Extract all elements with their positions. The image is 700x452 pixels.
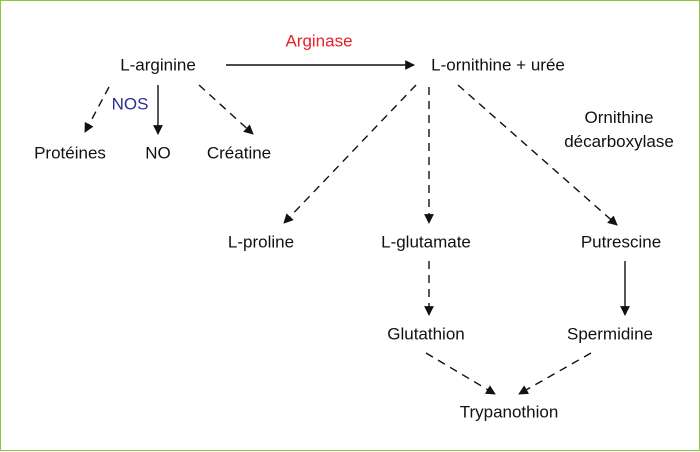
node-putrescine: Putrescine bbox=[580, 232, 662, 252]
arrow-spermidine-trypanothion bbox=[518, 352, 592, 395]
arrow-ornithine-proline bbox=[283, 84, 417, 224]
arrow-glutathion-trypanothion bbox=[425, 352, 496, 395]
node-l-glutamate: L-glutamate bbox=[381, 232, 471, 252]
node-spermidine: Spermidine bbox=[567, 324, 653, 344]
node-no: NO bbox=[145, 143, 171, 163]
node-l-proline: L-proline bbox=[227, 232, 295, 252]
enzyme-ornithine-decarboxylase-line1: Ornithine bbox=[584, 108, 654, 127]
node-l-arginine: L-arginine bbox=[120, 55, 196, 75]
node-proteines: Protéines bbox=[34, 143, 106, 163]
enzyme-ornithine-decarboxylase-line2: décarboxylase bbox=[564, 132, 674, 151]
node-glutathion: Glutathion bbox=[387, 324, 465, 344]
arrow-ornithine-putrescine bbox=[457, 84, 618, 226]
arrow-arginine-proteines bbox=[84, 86, 110, 133]
enzyme-ornithine-decarboxylase-label: Ornithine décarboxylase bbox=[564, 106, 674, 154]
enzyme-nos-label: NOS bbox=[111, 94, 149, 114]
arrow-arginine-creatine bbox=[198, 84, 254, 135]
node-trypanothion: Trypanothion bbox=[459, 402, 559, 422]
enzyme-arginase-label: Arginase bbox=[285, 31, 353, 51]
node-l-ornithine-uree: L-ornithine + urée bbox=[431, 55, 565, 75]
node-creatine: Créatine bbox=[206, 143, 272, 163]
